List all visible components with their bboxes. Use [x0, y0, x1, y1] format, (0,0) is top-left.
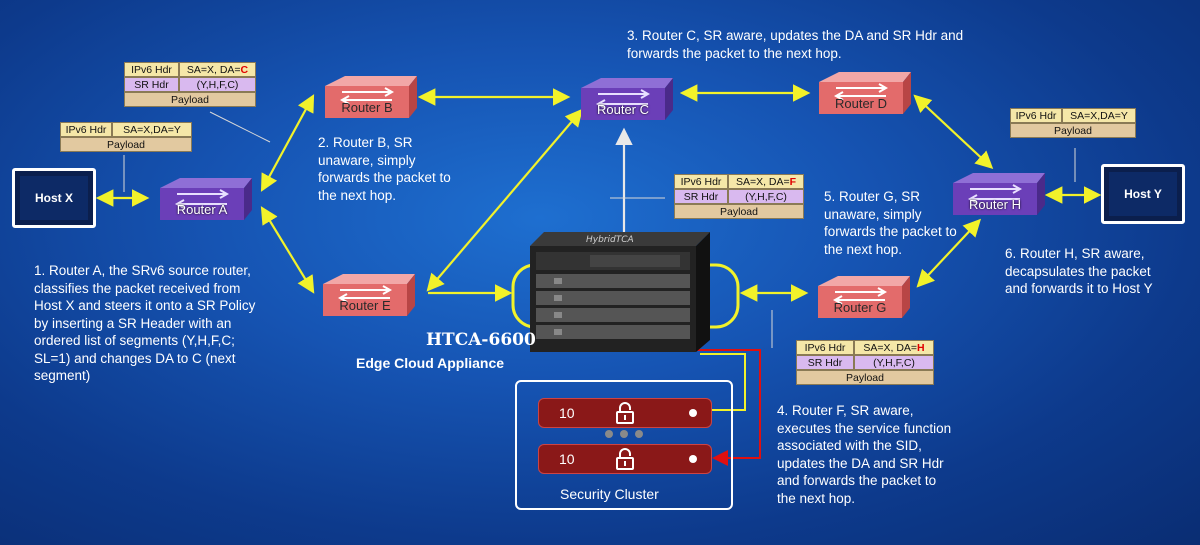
router-d: Router D	[811, 72, 911, 114]
packet-at-router-a: IPv6 Hdr SA=X,DA=Y Payload	[60, 122, 192, 152]
router-e-label: Router E	[339, 298, 391, 313]
security-cluster-label: Security Cluster	[560, 486, 659, 502]
router-h: Router H	[945, 173, 1045, 215]
packet-sr-hdr: SR Hdr	[674, 189, 728, 204]
host-x: Host X	[12, 168, 96, 228]
link-routere-routerc	[426, 108, 583, 292]
router-e-icon	[323, 274, 415, 316]
packet-address: SA=X,DA=Y	[112, 122, 192, 137]
router-c-icon	[581, 78, 673, 120]
router-a-label: Router A	[176, 202, 228, 217]
packet-destination: H	[917, 341, 925, 354]
host-x-label: Host X	[20, 176, 88, 220]
note-step-1: 1. Router A, the SRv6 source router, cla…	[34, 263, 256, 383]
cable-red	[690, 349, 761, 466]
lock-icon	[616, 448, 634, 470]
packet-address: SA=X, DA=C	[179, 62, 256, 77]
router-a: Router A	[152, 178, 252, 220]
packet-ipv6-hdr: IPv6 Hdr	[796, 340, 854, 355]
appliance-subtitle: Edge Cloud Appliance	[356, 355, 505, 371]
router-d-icon	[819, 72, 911, 114]
packet-at-router-h: IPv6 Hdr SA=X,DA=Y Payload	[1010, 108, 1136, 138]
packet-ipv6-hdr: IPv6 Hdr	[124, 62, 179, 77]
security-unit-1: 10	[538, 398, 712, 428]
status-dot	[689, 409, 697, 417]
packet-ipv6-hdr: IPv6 Hdr	[60, 122, 112, 137]
note-step-5: 5. Router G, SR unaware, simply forwards…	[824, 189, 957, 257]
packet-payload: Payload	[674, 204, 804, 219]
packet-at-router-f: IPv6 Hdr SA=X, DA=F SR Hdr (Y,H,F,C) Pay…	[674, 174, 804, 219]
router-b-icon	[325, 76, 417, 118]
link-routerg-routerh	[916, 218, 982, 288]
router-g: Router G	[810, 276, 910, 318]
router-b-label: Router B	[341, 100, 393, 115]
htca-appliance: HybridTCA	[530, 232, 712, 352]
packet-sr-hdr: SR Hdr	[796, 355, 854, 370]
packet-at-router-b: IPv6 Hdr SA=X, DA=C SR Hdr (Y,H,F,C) Pay…	[124, 62, 256, 107]
appliance-chassis-icon: HybridTCA	[530, 232, 710, 352]
host-y: Host Y	[1101, 164, 1185, 224]
packet-address: SA=X, DA=F	[728, 174, 804, 189]
security-cluster	[515, 380, 733, 510]
cable-yellow	[700, 353, 746, 411]
note-step-6: 6. Router H, SR aware, decapsulates the …	[1005, 246, 1153, 296]
link-routera-routerb	[260, 94, 315, 192]
security-unit-2: 10	[538, 444, 712, 474]
packet-payload: Payload	[124, 92, 256, 107]
appliance-brand: HybridTCA	[586, 235, 634, 245]
router-d-label: Router D	[834, 96, 888, 111]
packet-destination: F	[789, 175, 797, 188]
lock-icon	[616, 402, 634, 424]
router-a-icon	[160, 178, 252, 220]
link-routera-routere	[260, 206, 315, 294]
more-units-ellipsis	[605, 430, 643, 438]
packet-segments: (Y,H,F,C)	[179, 77, 256, 92]
appliance-title: HTCA-6600	[426, 330, 536, 350]
security-unit-2-number: 10	[559, 451, 575, 467]
host-y-label: Host Y	[1109, 172, 1177, 216]
packet-ipv6-hdr: IPv6 Hdr	[674, 174, 728, 189]
packet-destination: C	[240, 63, 249, 76]
packet-segments: (Y,H,F,C)	[854, 355, 934, 370]
router-c: Router C	[573, 78, 673, 120]
status-dot	[689, 455, 697, 463]
security-unit-1-number: 10	[559, 405, 575, 421]
link-routerd-routerh	[913, 94, 994, 170]
packet-at-router-g: IPv6 Hdr SA=X, DA=H SR Hdr (Y,H,F,C) Pay…	[796, 340, 934, 385]
note-step-3: 3. Router C, SR aware, updates the DA an…	[627, 28, 964, 61]
router-h-icon	[953, 173, 1045, 215]
packet-ipv6-hdr: IPv6 Hdr	[1010, 108, 1062, 123]
packet-address: SA=X,DA=Y	[1062, 108, 1136, 123]
packet-payload: Payload	[796, 370, 934, 385]
packet-segments: (Y,H,F,C)	[728, 189, 804, 204]
packet-payload: Payload	[60, 137, 192, 152]
router-g-icon	[818, 276, 910, 318]
router-c-label: Router C	[596, 102, 650, 117]
packet-sr-hdr: SR Hdr	[124, 77, 179, 92]
router-e: Router E	[315, 274, 415, 316]
router-h-label: Router H	[968, 197, 1022, 212]
note-step-2: 2. Router B, SR unaware, simply forwards…	[318, 135, 451, 203]
note-step-4: 4. Router F, SR aware, executes the serv…	[777, 403, 952, 506]
router-g-label: Router G	[833, 300, 887, 315]
router-b: Router B	[317, 76, 417, 118]
packet-address: SA=X, DA=H	[854, 340, 934, 355]
packet-payload: Payload	[1010, 123, 1136, 138]
